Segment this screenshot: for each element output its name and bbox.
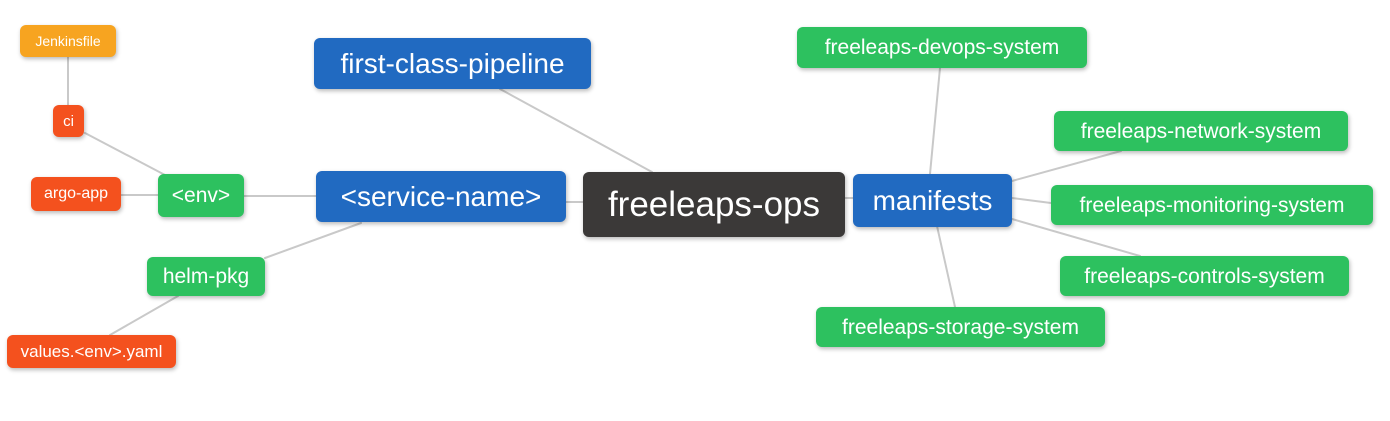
node-label: freeleaps-network-system — [1080, 119, 1322, 143]
node-service-name[interactable]: <service-name> — [316, 171, 566, 222]
node-env[interactable]: <env> — [158, 174, 244, 217]
edge-manifests-storage-system — [936, 225, 956, 308]
node-label: argo-app — [43, 185, 109, 202]
node-first-class-pipeline[interactable]: first-class-pipeline — [314, 38, 591, 89]
edge-manifests-network-system — [1011, 150, 1122, 182]
node-label: <env> — [171, 184, 231, 207]
edge-manifests-monitoring-system — [1011, 197, 1052, 204]
node-label: freeleaps-monitoring-system — [1079, 193, 1345, 217]
node-freeleaps-ops[interactable]: freeleaps-ops — [583, 172, 845, 237]
node-helm-pkg[interactable]: helm-pkg — [147, 257, 265, 296]
node-label: ci — [63, 112, 74, 130]
edge-helm-pkg-service-name — [264, 222, 362, 259]
node-label: first-class-pipeline — [340, 47, 565, 79]
node-devops-system[interactable]: freeleaps-devops-system — [797, 27, 1087, 68]
node-manifests[interactable]: manifests — [853, 174, 1012, 227]
node-network-system[interactable]: freeleaps-network-system — [1054, 111, 1348, 151]
node-label: freeleaps-storage-system — [842, 315, 1079, 339]
node-label: freeleaps-controls-system — [1084, 264, 1325, 288]
edge-ci-env — [84, 132, 166, 176]
node-label: freeleaps-ops — [607, 185, 821, 224]
node-label: freeleaps-devops-system — [824, 36, 1060, 59]
node-label: helm-pkg — [162, 265, 250, 288]
node-ci[interactable]: ci — [53, 105, 84, 137]
node-values-env-yaml[interactable]: values.<env>.yaml — [7, 335, 176, 368]
node-storage-system[interactable]: freeleaps-storage-system — [816, 307, 1105, 347]
edge-first-class-pipeline-freeleaps-ops — [499, 88, 653, 173]
node-argo-app[interactable]: argo-app — [31, 177, 121, 211]
edge-manifests-devops-system — [929, 67, 941, 175]
node-monitoring-system[interactable]: freeleaps-monitoring-system — [1051, 185, 1373, 225]
node-controls-system[interactable]: freeleaps-controls-system — [1060, 256, 1349, 296]
node-label: Jenkinsfile — [35, 33, 101, 49]
edge-helm-pkg-values-env-yaml — [109, 295, 179, 336]
node-label: <service-name> — [340, 180, 542, 212]
node-jenkinsfile[interactable]: Jenkinsfile — [20, 25, 116, 57]
node-label: manifests — [872, 184, 993, 216]
node-label: values.<env>.yaml — [20, 342, 163, 361]
